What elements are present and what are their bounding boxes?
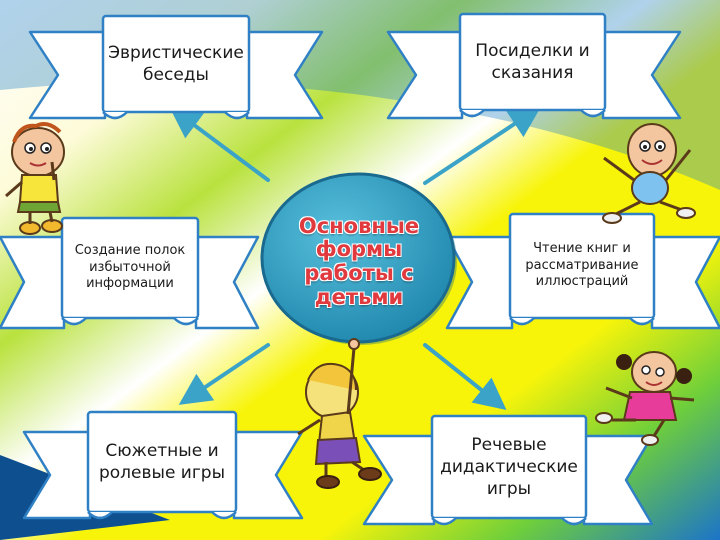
node-shelves: Создание полок избыточной информации	[74, 242, 186, 292]
banner-shelves	[0, 216, 260, 330]
arrow-speech-games	[423, 343, 507, 410]
node-gatherings: Посиделки и сказания	[475, 40, 590, 83]
banner-plot-games	[22, 410, 304, 520]
banner-gatherings	[386, 12, 682, 120]
node-plot-games: Сюжетные и ролевые игры	[98, 440, 225, 483]
boy-jumping-icon	[602, 123, 696, 224]
girl-running-icon	[595, 351, 695, 446]
node-reading: Чтение книг и рассматривание иллюстраций	[525, 240, 639, 290]
arrows	[169, 106, 542, 410]
banner-reading	[445, 212, 720, 330]
boy-thinking-icon	[5, 122, 65, 235]
node-speech-games: Речевые дидактические игры	[440, 434, 578, 500]
arrow-gatherings	[423, 106, 542, 185]
center-title: Основные формы работы с детьми	[298, 213, 420, 309]
arrow-heuristic	[169, 106, 270, 182]
girl-pointing-icon	[297, 338, 382, 489]
node-heuristic: Эвристические беседы	[108, 42, 244, 85]
arrow-plot-games	[178, 343, 270, 405]
banner-heuristic	[28, 14, 324, 120]
banner-speech-games	[362, 414, 654, 526]
